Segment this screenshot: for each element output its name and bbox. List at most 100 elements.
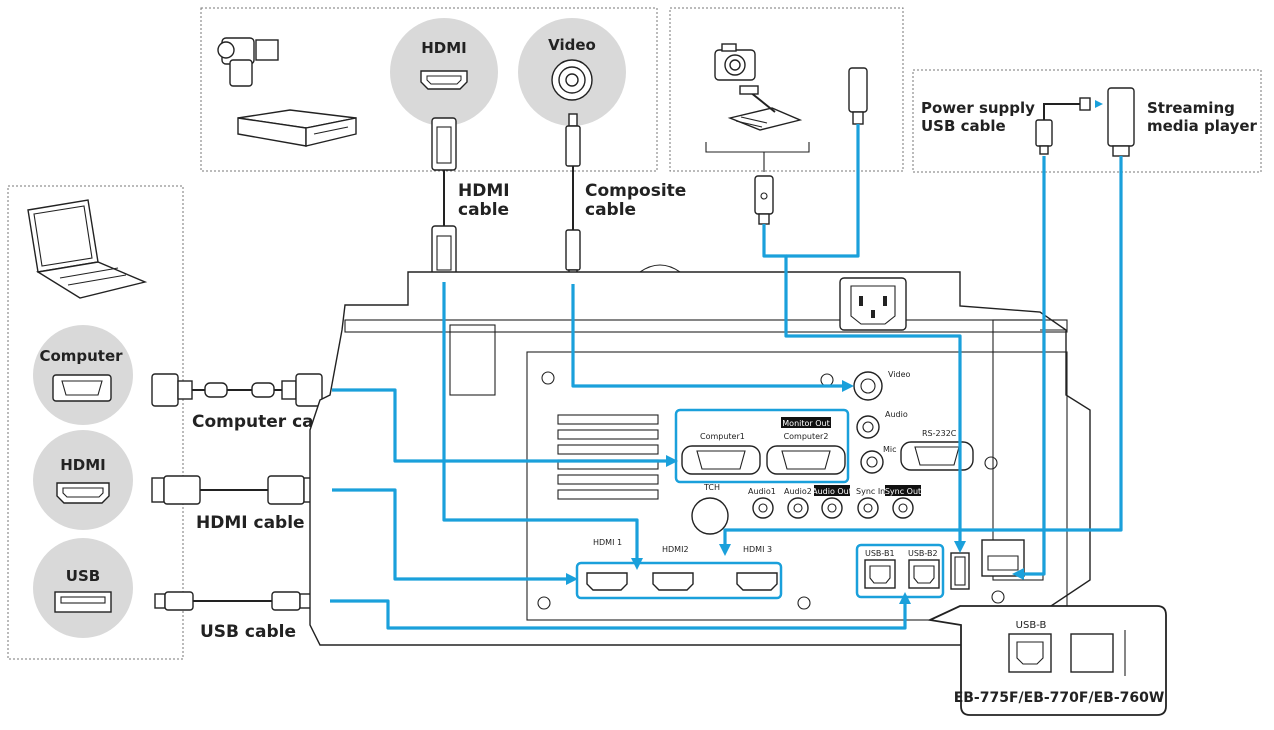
inset-usb-b-port <box>1008 633 1052 673</box>
audio2-jack: Audio2 <box>784 487 812 519</box>
streaming-player-label: Streaming media player <box>1147 99 1258 135</box>
hdmi-source-left-label: HDMI <box>60 456 106 474</box>
svg-text:HDMI 1: HDMI 1 <box>593 538 622 547</box>
usb-cable-left-graphic <box>154 591 315 611</box>
svg-text:Audio1: Audio1 <box>748 487 776 496</box>
hdmi-source-top: HDMI <box>390 18 498 126</box>
mic-jack: Mic <box>860 445 897 474</box>
hdmi-port-icon-left <box>56 482 110 504</box>
audio-jack: Audio <box>856 410 908 439</box>
svg-text:Sync In: Sync In <box>856 487 885 496</box>
sync-out-jack: Sync Out <box>885 485 921 519</box>
digital-camera-icon <box>714 43 756 81</box>
power-supply-label: Power supply USB cable <box>921 99 1035 135</box>
svg-text:Computer1: Computer1 <box>700 432 745 441</box>
usb-a-plug-top <box>754 175 774 225</box>
svg-text:cable: cable <box>458 200 509 220</box>
usb-b1-port: USB-B1 <box>864 549 896 589</box>
cable-composite-to-video <box>571 284 846 388</box>
screw <box>991 590 1005 604</box>
computer-cable-label: Computer cable <box>192 412 343 432</box>
video-source-top: Video <box>518 18 626 126</box>
composite-cable-graphic <box>565 113 581 283</box>
svg-text:Audio Out: Audio Out <box>812 487 852 496</box>
svg-text:Video: Video <box>888 370 911 379</box>
hdmi-ports-highlight <box>575 561 783 600</box>
svg-text:RS-232C: RS-232C <box>922 429 957 438</box>
lan-port <box>981 539 1025 577</box>
usb-source-label: USB <box>66 567 100 585</box>
svg-text:Streaming: Streaming <box>1147 99 1235 117</box>
usb-b-ports-highlight <box>855 543 945 599</box>
hdmi-port-icon <box>420 70 468 90</box>
dvd-player-icon <box>237 109 357 147</box>
svg-text:Sync Out: Sync Out <box>885 487 921 496</box>
tch-port: TCH <box>691 483 729 535</box>
usb-b2-port: USB-B2 <box>908 549 940 589</box>
svg-text:HDMI2: HDMI2 <box>662 545 689 554</box>
screw <box>797 596 811 610</box>
cable-power-supply-usb <box>1020 156 1046 576</box>
svg-text:Monitor Out: Monitor Out <box>782 419 829 428</box>
hdmi-cable-top-graphic <box>431 117 457 279</box>
svg-text:cable: cable <box>585 200 636 220</box>
svg-text:Computer2: Computer2 <box>784 432 829 441</box>
inset-blank-port <box>1070 633 1114 673</box>
inset-model-label: EB-775F/EB-770F/EB-760W <box>954 690 1165 706</box>
svg-text:HDMI: HDMI <box>458 181 510 201</box>
streaming-box <box>912 69 1262 173</box>
hdmi-source-top-label: HDMI <box>421 39 467 57</box>
usb-port-icon <box>54 591 112 613</box>
composite-cable-label: Composite cable <box>585 181 686 220</box>
svg-text:Composite: Composite <box>585 181 686 201</box>
camcorder-icon <box>217 37 279 87</box>
rs232c-port: RS-232C <box>900 429 974 471</box>
svg-text:USB cable: USB cable <box>921 117 1006 135</box>
computer-source-left: Computer <box>33 325 133 425</box>
top-usb-sources-box <box>669 7 904 172</box>
power-supply-cable-graphic <box>1035 97 1103 155</box>
svg-text:media player: media player <box>1147 117 1258 135</box>
laptop-icon <box>27 199 148 299</box>
usb-devices-bracket <box>705 142 810 172</box>
video-source-top-label: Video <box>548 36 596 54</box>
vga-port-icon <box>52 374 112 402</box>
hdmi-cable-left-label: HDMI cable <box>196 513 305 533</box>
hdmi-source-left: HDMI <box>33 430 133 530</box>
hdmi2-port: HDMI2 <box>652 545 694 591</box>
computer-cable-graphic <box>151 373 323 407</box>
model-inset: USB-B EB-775F/EB-770F/EB-760W <box>926 605 1167 716</box>
hdmi-cable-top-label: HDMI cable <box>458 181 510 220</box>
wireless-adapter-icon <box>848 67 868 125</box>
audio1-jack: Audio1 <box>748 487 776 519</box>
top-av-sources-box <box>200 7 658 172</box>
svg-text:Power supply: Power supply <box>921 99 1035 117</box>
inset-usb-b-label: USB-B <box>1016 620 1047 631</box>
svg-text:Audio2: Audio2 <box>784 487 812 496</box>
screw <box>541 371 555 385</box>
svg-text:Audio: Audio <box>885 410 908 419</box>
hdmi1-port: HDMI 1 <box>586 538 628 591</box>
cable-hdmi-left-to-hdmi <box>332 488 570 581</box>
screw <box>537 596 551 610</box>
vent-grille <box>557 414 659 500</box>
document-camera-icon <box>727 85 803 131</box>
usb-cable-left-label: USB cable <box>200 622 296 642</box>
computer-ports-highlight <box>674 408 850 484</box>
cable-usb-a-to-usb-port <box>762 224 962 545</box>
computer-source-label: Computer <box>39 347 123 365</box>
svg-text:USB-B2: USB-B2 <box>908 549 938 558</box>
audio-out-jack: Audio Out <box>812 485 852 519</box>
screw <box>984 456 998 470</box>
sync-in-jack: Sync In <box>856 487 885 519</box>
streaming-stick-icon <box>1107 87 1135 157</box>
cable-streaming-to-hdmi3 <box>723 156 1123 548</box>
svg-text:HDMI 3: HDMI 3 <box>743 545 772 554</box>
svg-text:TCH: TCH <box>703 483 720 492</box>
hdmi-cable-left-graphic <box>151 475 317 505</box>
hdmi3-port: HDMI 3 <box>736 545 778 591</box>
cable-computer-to-computer1 <box>332 388 670 463</box>
svg-text:Mic: Mic <box>883 445 897 454</box>
computer2-port: Monitor Out Computer2 <box>766 417 846 475</box>
